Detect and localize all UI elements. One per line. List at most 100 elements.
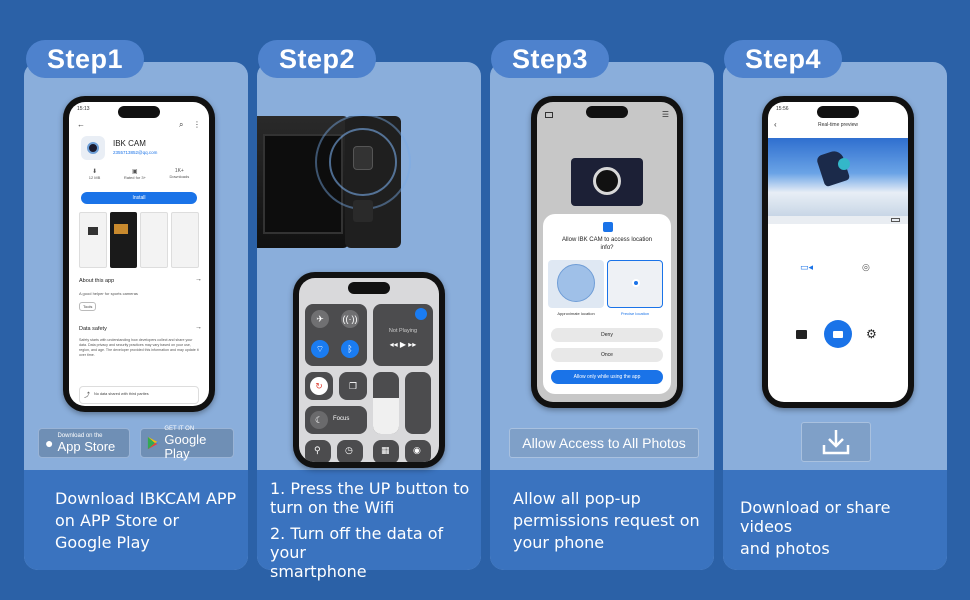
app-store-badge[interactable]: ● Download on the App Store [38,428,130,458]
safety-title[interactable]: Data safety [79,326,107,332]
google-play-big: Google Play [164,431,207,461]
precise-option[interactable] [607,260,663,308]
not-playing: Not Playing [388,328,418,334]
step3-caption-area [490,470,714,570]
status-time: 15:56 [776,106,789,112]
brightness-slider[interactable] [373,372,399,434]
developer-link[interactable]: 2355713852@qq.com [113,150,158,155]
video-mode-icon[interactable]: ▭◂ [800,262,814,272]
downloads-count: 1K+ [174,168,184,174]
permission-dialog: Allow IBK CAM to access location info? A… [543,214,671,394]
cellular-icon[interactable]: ((·)) [341,310,359,328]
step4-tab: Step4 [724,40,842,78]
step4-caption-area [723,470,947,570]
step2-caption: 1. Press the UP button to turn on the Wi… [270,479,480,584]
up-button[interactable] [353,146,373,170]
flashlight-icon: ⚲ [314,445,321,455]
app-name: IBK CAM [113,139,146,148]
airplay-icon[interactable] [415,308,427,320]
step4-caption: Download or share videos and photos [740,498,945,561]
search-icon[interactable]: ⌕ [179,120,184,129]
step2-tab: Step2 [258,40,376,78]
calculator-icon: ▦ [381,445,390,455]
step1-tab: Step1 [26,40,144,78]
step2-caption-line1: 1. Press the UP button to [270,479,470,498]
mirroring-tile[interactable]: ❐ [339,372,367,400]
step2-caption-line2: turn on the Wifi [270,498,395,517]
back-arrow-icon[interactable]: ‹ [774,120,777,129]
airplane-icon[interactable]: ✈ [311,310,329,328]
play-store-screen: 15:13 ← ⌕ ⋮ IBK CAM 2355713852@qq.com ⬇1… [69,102,209,406]
step2-caption-area [257,470,481,570]
status-time: 15:13 [77,106,90,112]
app-icon [81,136,105,160]
category-tag[interactable]: Tools [79,302,97,311]
allow-while-using-button[interactable]: Allow only while using the app [551,370,663,384]
music-tile[interactable]: Not Playing ◂◂ ▶ ▸▸ [373,304,433,366]
moon-icon: ☾ [310,411,328,429]
approx-option[interactable] [548,260,604,308]
playback-controls[interactable]: ◂◂ ▶ ▸▸ [389,340,417,349]
preview-title: Real-time preview [817,122,858,128]
gallery-icon[interactable] [545,112,553,118]
approx-label: Approximate location [557,311,595,316]
dynamic-island [586,106,628,118]
wifi-icon[interactable]: ⌔ [311,340,329,358]
orientation-tile[interactable]: ↻ [305,372,333,400]
no-share-text: No data shared with third parties [94,392,149,396]
bluetooth-icon[interactable]: ᛒ [341,340,359,358]
camera-icon: ◉ [413,445,421,455]
google-play-badge[interactable]: GET IT ON Google Play [140,426,234,461]
step1-caption-line1: Download IBKCAM APP [55,489,237,508]
once-button[interactable]: Once [551,348,663,362]
size-stat: 12 MB [88,175,101,180]
camera-preview [571,158,643,206]
downloads-label: Downloads [169,174,190,179]
install-button[interactable]: Install [81,192,197,204]
permission-screen: ☰ Allow IBK CAM to access location info?… [537,102,677,402]
flashlight-tile[interactable]: ⚲ [305,440,331,462]
about-arrow-icon[interactable]: → [195,276,202,283]
back-arrow-icon[interactable]: ← [77,120,85,129]
dialog-title: Allow IBK CAM to access location info? [561,237,653,251]
step3-caption-line3: your phone [513,533,605,552]
step4-caption-line2: and photos [740,539,830,558]
gallery-icon[interactable] [796,330,807,339]
step2-phone: ✈ ((·)) ⌔ ᛒ Not Playing ◂◂ ▶ ▸▸ ↻ ❐ ☾ Fo… [293,272,445,468]
step3-caption-line2: permissions request on [513,511,700,530]
menu-icon[interactable]: ☰ [661,110,669,119]
focus-label: Focus [333,416,350,422]
more-icon[interactable]: ⋮ [193,120,201,129]
focus-tile[interactable]: ☾ Focus [305,406,367,434]
settings-gear-icon[interactable]: ⚙ [866,327,877,341]
allow-photos-button[interactable]: Allow Access to All Photos [509,428,699,458]
step3-phone: ☰ Allow IBK CAM to access location info?… [531,96,683,408]
about-title[interactable]: About this app [79,278,115,284]
location-icon [603,222,613,232]
app-store-big: App Store [57,438,116,454]
timer-tile[interactable]: ◷ [337,440,363,462]
google-play-icon [147,436,159,450]
screenshots-strip [79,212,199,268]
step2-caption-line4: smartphone [270,562,367,581]
stats-row: ⬇12 MB ▣Rated for 3+ 1K+Downloads [77,168,201,180]
timer-icon: ◷ [345,445,353,455]
size-icon: ⬇ [92,169,98,175]
download-button[interactable] [801,422,871,462]
camera-tile[interactable]: ◉ [405,440,431,462]
safety-arrow-icon[interactable]: → [195,324,202,331]
step3-caption: Allow all pop-up permissions request on … [513,489,713,555]
step1-phone: 15:13 ← ⌕ ⋮ IBK CAM 2355713852@qq.com ⬇1… [63,96,215,412]
volume-slider[interactable] [405,372,431,434]
safety-text: Safety starts with understanding how dev… [79,338,199,357]
photo-mode-icon[interactable]: ◎ [862,262,870,272]
side-button [353,200,373,222]
map-pin-icon [632,279,640,287]
no-share-box: ⤴ No data shared with third parties [79,386,199,404]
record-button[interactable] [824,320,852,348]
dynamic-island [118,106,160,118]
wifi-ripple-inner [329,128,397,196]
calculator-tile[interactable]: ▦ [373,440,399,462]
deny-button[interactable]: Deny [551,328,663,342]
live-preview-image [768,138,908,216]
